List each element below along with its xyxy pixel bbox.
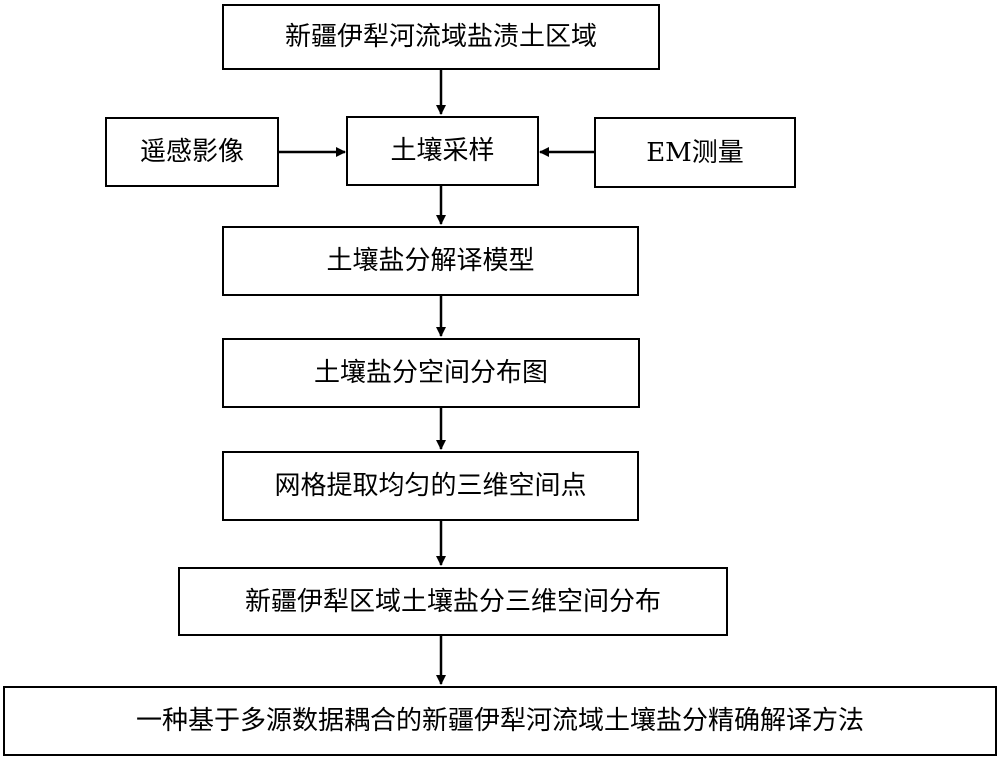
node-method: 一种基于多源数据耦合的新疆伊犁河流域土壤盐分精确解译方法 [3,686,997,756]
node-grid-points: 网格提取均匀的三维空间点 [222,451,639,521]
node-3d-distribution: 新疆伊犁区域土壤盐分三维空间分布 [178,567,728,636]
node-region: 新疆伊犁河流域盐渍土区域 [222,4,660,70]
node-em-measurement: EM测量 [594,117,796,188]
node-soil-sampling: 土壤采样 [346,116,539,186]
node-spatial-map: 土壤盐分空间分布图 [222,338,640,408]
node-remote-sensing: 遥感影像 [105,117,279,187]
node-salinity-model: 土壤盐分解译模型 [222,226,639,296]
